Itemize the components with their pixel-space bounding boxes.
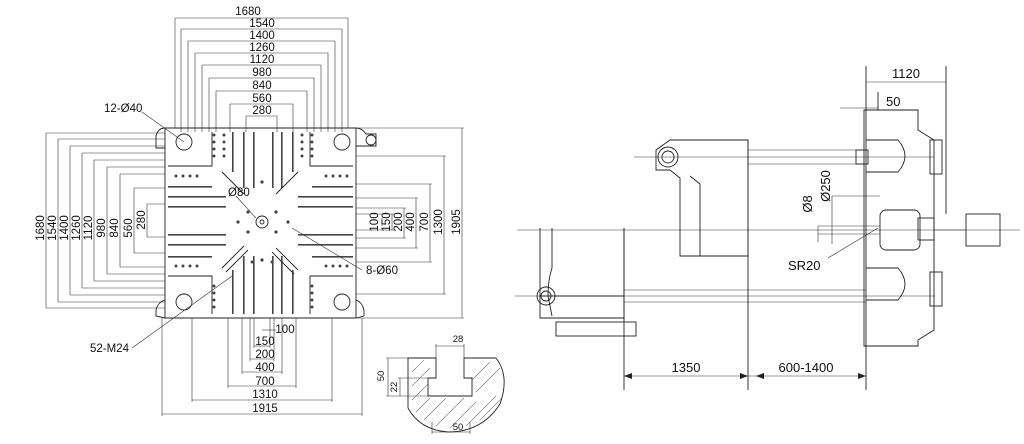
dim-left-1680: 1680 (35, 215, 47, 241)
dim-right-100: 100 (369, 212, 381, 231)
dim-bottom-700: 700 (255, 376, 274, 388)
bottom-dimension-stack: 100 150 200 400 700 1310 1915 (161, 318, 363, 416)
dim-side-1120: 1120 (892, 66, 920, 81)
dim-top-1400: 1400 (249, 30, 275, 42)
dim-side-range: 600-1400 (779, 360, 834, 375)
left-dimension-stack: 1680 1540 1400 1260 1120 980 840 560 280 (35, 132, 165, 309)
dim-side-1350: 1350 (672, 360, 701, 375)
dim-left-1260: 1260 (71, 215, 83, 241)
dim-left-560: 560 (123, 218, 135, 237)
dim-top-1260: 1260 (249, 42, 275, 54)
dim-bottom-200: 200 (255, 349, 274, 361)
dim-small-dia: Ø8 (800, 195, 815, 212)
tie-bar-hole-bl (175, 293, 193, 311)
dim-right-150: 150 (381, 212, 393, 231)
side-view: 1120 50 Ø250 Ø8 SR20 1350 600-1400 (515, 66, 1020, 390)
dim-top-560: 560 (252, 93, 271, 105)
dim-right-1905: 1905 (451, 209, 463, 235)
tapped-holes (174, 133, 349, 309)
dim-top-840: 840 (252, 80, 271, 92)
t-slot-detail: 28 50 22 50 (376, 334, 505, 434)
dim-right-200: 200 (393, 212, 405, 231)
platen-view: 1680 1540 1400 1260 1120 980 840 560 280 (35, 6, 464, 416)
tie-bar-hole-br (333, 293, 351, 311)
detail-neck: 22 (389, 382, 400, 393)
dim-right-400: 400 (405, 212, 417, 231)
dim-left-980: 980 (96, 218, 108, 237)
dim-right-700: 700 (419, 212, 431, 231)
dim-right-1300: 1300 (433, 209, 445, 235)
tie-bar-hole-tr (333, 133, 351, 151)
label-tie-bar-holes: 12-Ø40 (104, 103, 142, 115)
t-slots (168, 132, 353, 314)
dim-top-980: 980 (252, 67, 271, 79)
dim-bottom-150: 150 (255, 336, 274, 348)
center-hole (255, 215, 269, 229)
label-thread: 52-M24 (90, 343, 130, 355)
dim-left-1540: 1540 (47, 215, 59, 241)
label-center-hole: Ø80 (228, 187, 250, 199)
dim-top-1120: 1120 (250, 54, 275, 66)
detail-depth: 50 (376, 371, 387, 382)
detail-bottom-width: 50 (453, 422, 464, 433)
dim-bottom-1310: 1310 (252, 389, 278, 401)
detail-top-width: 28 (453, 334, 464, 345)
dim-left-1400: 1400 (59, 215, 71, 241)
dim-side-offset: 50 (886, 94, 900, 109)
platen-outline (155, 127, 377, 319)
dim-left-840: 840 (109, 218, 121, 237)
dim-nozzle-dia: Ø250 (818, 170, 833, 202)
tie-bar-hole-tl (175, 133, 193, 151)
dim-left-280: 280 (136, 210, 148, 229)
top-dimension-stack: 1680 1540 1400 1260 1120 980 840 560 280 (174, 6, 349, 132)
dim-bottom-1915: 1915 (252, 403, 278, 415)
dim-top-1680: 1680 (235, 6, 261, 18)
label-locating-holes: 8-Ø60 (366, 265, 398, 277)
dim-radius: SR20 (788, 258, 821, 273)
callouts: 12-Ø40 Ø80 8-Ø60 52-M24 (90, 103, 398, 355)
dim-bottom-400: 400 (255, 362, 274, 374)
dim-top-1540: 1540 (249, 18, 275, 30)
dim-top-280: 280 (252, 105, 271, 117)
dim-bottom-100: 100 (275, 324, 294, 336)
dim-left-1120: 1120 (83, 216, 95, 241)
right-dimension-stack: 100 150 200 400 700 1300 1905 (356, 127, 464, 319)
